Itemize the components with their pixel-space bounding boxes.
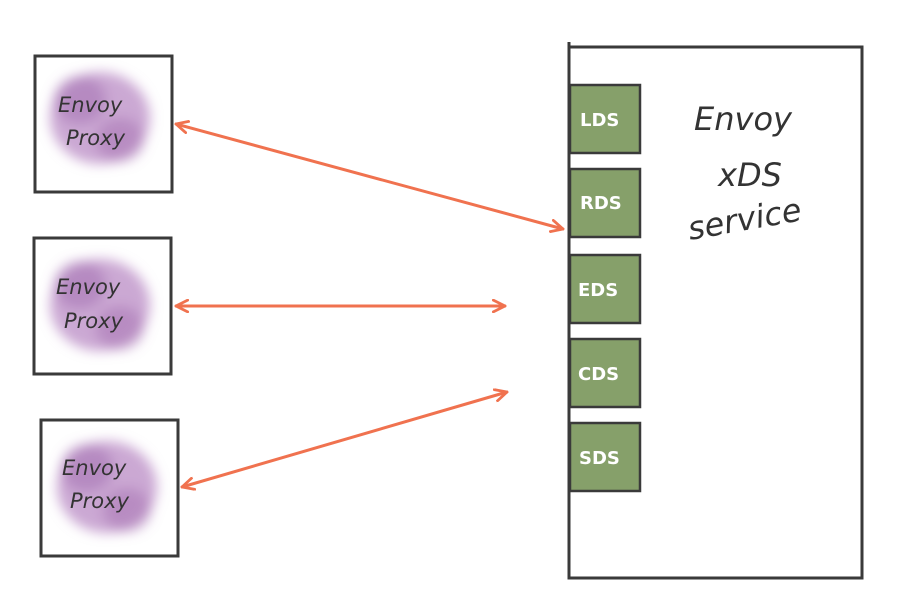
service-label-line2: xDS — [717, 156, 782, 194]
envoy-proxy-1: Envoy Proxy — [33, 54, 174, 194]
service-label-line1: Envoy — [694, 100, 793, 138]
arrow-proxy-1-to-service — [174, 124, 565, 229]
proxy-blotch-1 — [50, 72, 150, 164]
api-block-eds: EDS — [568, 253, 642, 325]
arrow-proxy-3-to-service — [180, 392, 509, 487]
api-block-rds: RDS — [568, 167, 642, 239]
api-blocks: LDS RDS EDS CDS SDS — [568, 83, 642, 493]
api-label-rds: RDS — [580, 193, 622, 214]
proxy-1-label-line2: Proxy — [66, 126, 126, 150]
api-label-eds: EDS — [578, 280, 618, 301]
proxy-2-label-line2: Proxy — [64, 309, 124, 333]
api-block-lds: LDS — [568, 83, 642, 155]
envoy-proxy-3: Envoy Proxy — [39, 418, 180, 558]
proxy-blotch-2 — [50, 259, 150, 351]
envoy-proxy-2: Envoy Proxy — [32, 236, 173, 376]
api-block-cds: CDS — [568, 337, 642, 409]
proxy-2-label-line1: Envoy — [56, 275, 121, 299]
api-label-lds: LDS — [580, 110, 619, 131]
api-block-sds: SDS — [568, 421, 642, 493]
proxy-1-label-line1: Envoy — [58, 93, 123, 117]
proxy-blotch-3 — [57, 441, 157, 533]
api-label-cds: CDS — [578, 364, 619, 385]
xds-service: Envoy xDS service — [567, 42, 864, 580]
proxy-3-label-line1: Envoy — [62, 456, 127, 480]
proxy-3-label-line2: Proxy — [70, 489, 130, 513]
api-label-sds: SDS — [579, 448, 620, 469]
connection-arrows — [174, 124, 565, 487]
